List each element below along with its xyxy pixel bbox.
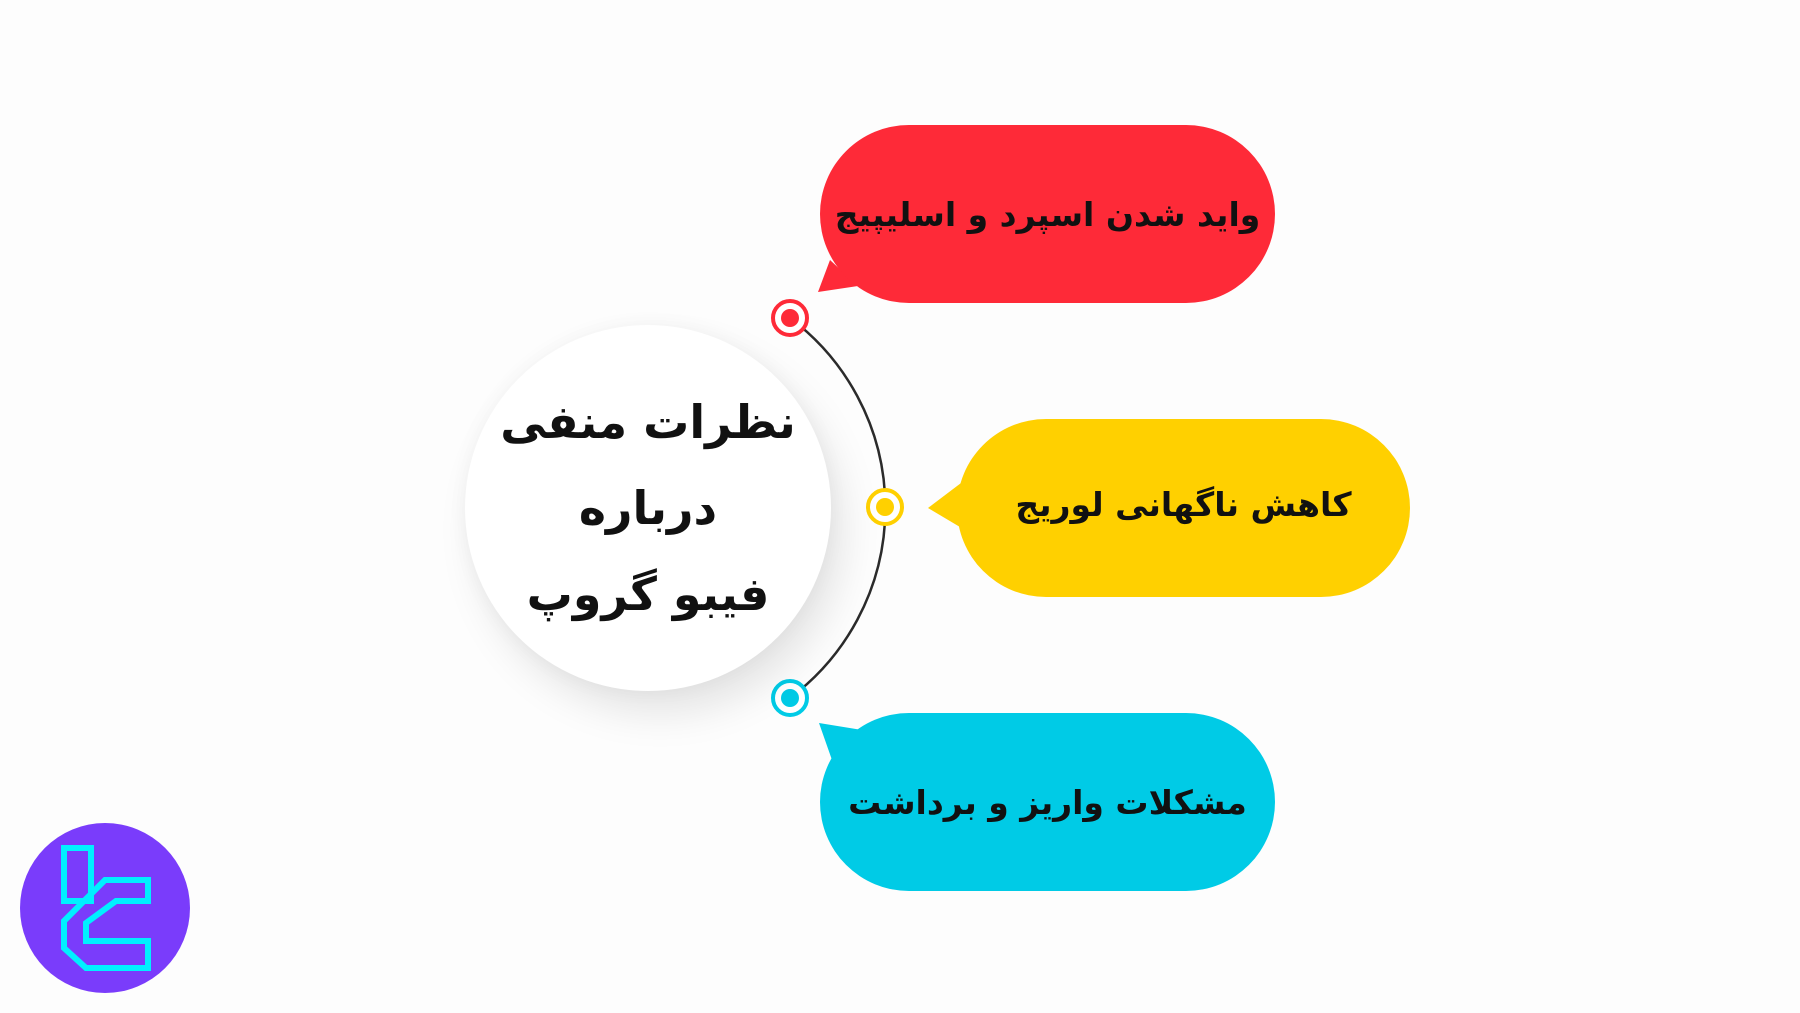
- bubble-yellow: [928, 419, 1410, 597]
- center-topic: نظرات منفی درباره فیبو گروپ: [465, 325, 831, 691]
- center-title-line-3: فیبو گروپ: [526, 567, 770, 621]
- item-label-spread-slippage: واید شدن اسپرد و اسلیپیج: [834, 194, 1261, 234]
- node-red-icon: [771, 299, 809, 337]
- bubble-cyan: [819, 713, 1275, 891]
- center-title-line-2: درباره: [578, 481, 718, 535]
- item-label-leverage: کاهش ناگهانی لوریج: [1015, 484, 1352, 524]
- brand-logo-icon: [20, 823, 190, 993]
- node-yellow-icon: [866, 488, 904, 526]
- node-cyan-icon: [771, 679, 809, 717]
- item-label-deposit-withdrawal: مشکلات واریز و برداشت: [848, 782, 1247, 822]
- bubble-red: [818, 125, 1275, 303]
- center-title-line-1: نظرات منفی: [500, 395, 796, 449]
